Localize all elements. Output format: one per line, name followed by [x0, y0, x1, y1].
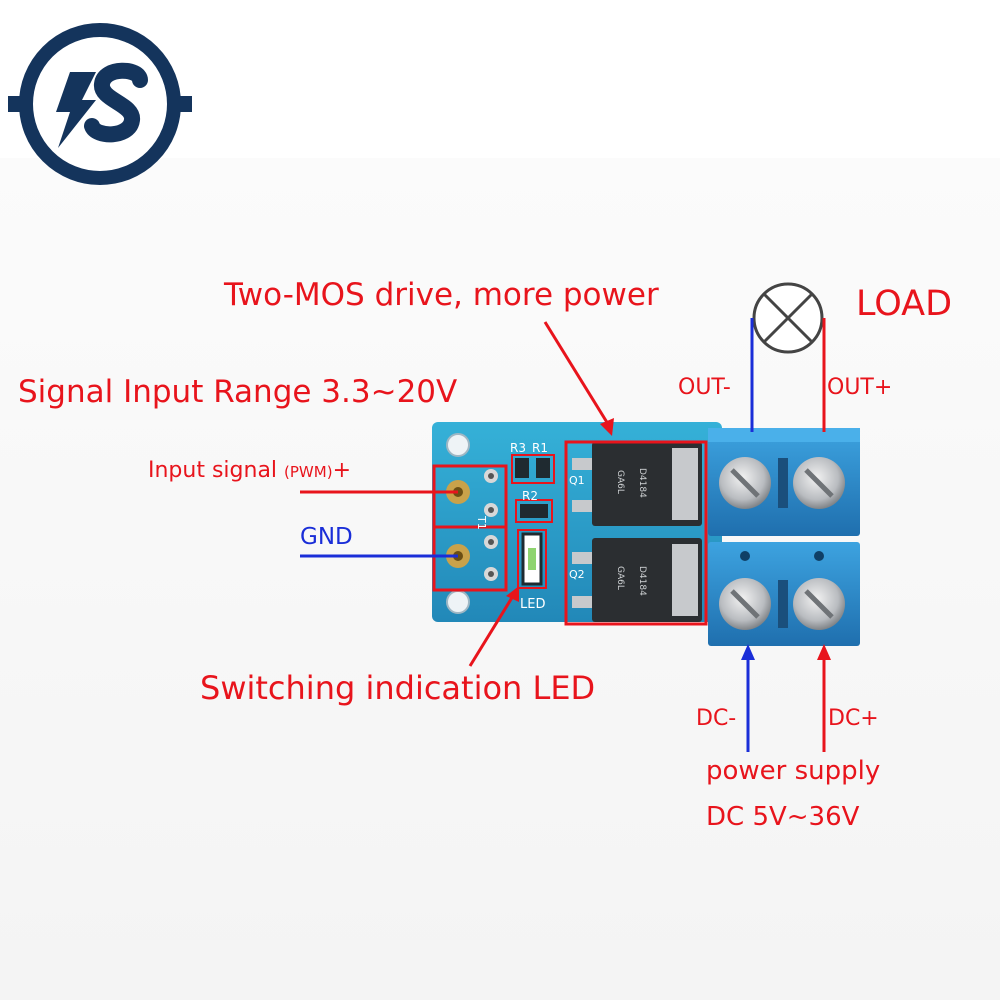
silk-t1: T1 [475, 515, 488, 530]
input-signal-plus: + [332, 458, 351, 483]
mosfet-q1 [572, 442, 702, 526]
silk-q1: Q1 [569, 474, 585, 487]
lightning-s-logo-icon [8, 23, 192, 185]
dc-minus-arrow [741, 644, 755, 752]
silk-q2: Q2 [569, 568, 585, 581]
terminal-block-output [708, 428, 860, 536]
silk-r2: R2 [522, 489, 538, 503]
dc-plus-arrow [817, 644, 831, 752]
mosfet-q2 [572, 538, 702, 622]
out-minus-label: OUT- [678, 375, 731, 400]
out-plus-label: OUT+ [827, 375, 893, 400]
two-mos-label: Two-MOS drive, more power [224, 277, 659, 313]
mosfet-highlight-box [564, 440, 708, 626]
power-supply-label: power supply [706, 756, 881, 786]
chip-batch-q2: GA6L [615, 566, 625, 590]
input-signal-label: Input signal (PWM)+ [148, 460, 351, 482]
switching-led-label: Switching indication LED [200, 669, 596, 707]
dc-range-label: DC 5V~36V [706, 802, 860, 832]
input-signal-pwm: (PWM) [284, 463, 333, 481]
chip-code-q1: D4184 [637, 468, 647, 498]
led-highlight-box [517, 529, 547, 589]
dc-minus-label: DC- [696, 706, 737, 731]
chip-code-q2: D4184 [637, 566, 647, 596]
led-callout-arrow [468, 586, 519, 667]
mount-hole-top [446, 433, 470, 457]
lamp-load-icon [752, 282, 824, 354]
mount-hole-bottom [446, 590, 470, 614]
silk-led: LED [520, 597, 545, 612]
silk-r1: R1 [532, 441, 548, 455]
mos-callout-arrow [543, 321, 614, 436]
gnd-label: GND [300, 524, 353, 550]
chip-batch-q1: GA6L [615, 470, 625, 494]
dc-plus-label: DC+ [828, 706, 879, 731]
terminal-block-input [708, 542, 860, 646]
signal-range-label: Signal Input Range 3.3~20V [18, 374, 458, 410]
silk-r3: R3 [510, 441, 526, 455]
load-label: LOAD [856, 284, 953, 324]
input-signal-text: Input signal [148, 458, 285, 483]
